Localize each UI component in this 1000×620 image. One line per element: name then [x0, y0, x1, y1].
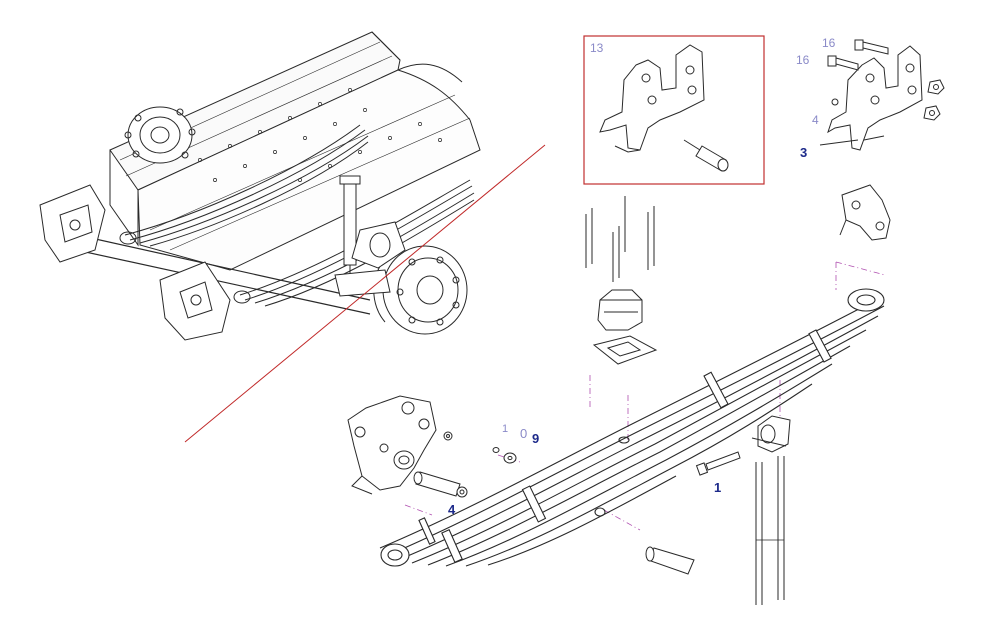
washer-9 [503, 452, 517, 464]
nut-upper [927, 79, 945, 95]
shock-absorber [339, 175, 361, 285]
nut-4 [456, 486, 468, 498]
detail-box-13: 13 [583, 35, 765, 185]
washer-4 [831, 98, 839, 106]
callout-1: 1 [714, 480, 721, 495]
rear-leaf-spring [119, 124, 369, 247]
spring-clips [418, 329, 832, 563]
nut-lower [923, 105, 941, 121]
frame-rail-lower [137, 63, 481, 271]
front-bracket [159, 261, 231, 341]
callout-16-lower: 16 [796, 53, 810, 67]
callout-4-upper: 4 [812, 113, 819, 127]
spring-eye-rear [847, 288, 885, 312]
rear-wheel-hub [124, 106, 196, 164]
main-leaf-spring [379, 288, 885, 567]
callout-4-lower: 4 [448, 502, 456, 517]
hanger-pin [415, 471, 461, 497]
callout-1-small: 1 [502, 423, 508, 435]
callout-3: 3 [800, 145, 807, 160]
centre-bolt [695, 451, 741, 476]
u-bolts [585, 196, 655, 282]
bolt-16-upper [854, 39, 889, 55]
front-hanger-detail [347, 395, 517, 498]
frame-rivet-holes [198, 88, 442, 182]
callout-16-upper: 16 [822, 36, 836, 50]
shackle-bracket [839, 184, 891, 241]
guide-lines [404, 261, 886, 531]
washer-0 [492, 447, 500, 453]
lower-pin [645, 546, 695, 575]
spring-eye-front [380, 543, 410, 567]
view-divider-line [184, 144, 546, 443]
lower-shock-absorber [755, 456, 785, 605]
hanger-bracket-exploded [819, 39, 945, 151]
callout-0: 0 [520, 426, 527, 441]
callout-9: 9 [532, 431, 539, 446]
bolt-16-lower [827, 55, 859, 71]
rear-bracket [39, 184, 106, 263]
spring-pad [592, 289, 658, 365]
rubber-bushing [751, 415, 791, 453]
overview-chassis-assembly [39, 31, 481, 341]
front-knuckle [334, 221, 406, 297]
callout-13: 13 [590, 41, 604, 55]
